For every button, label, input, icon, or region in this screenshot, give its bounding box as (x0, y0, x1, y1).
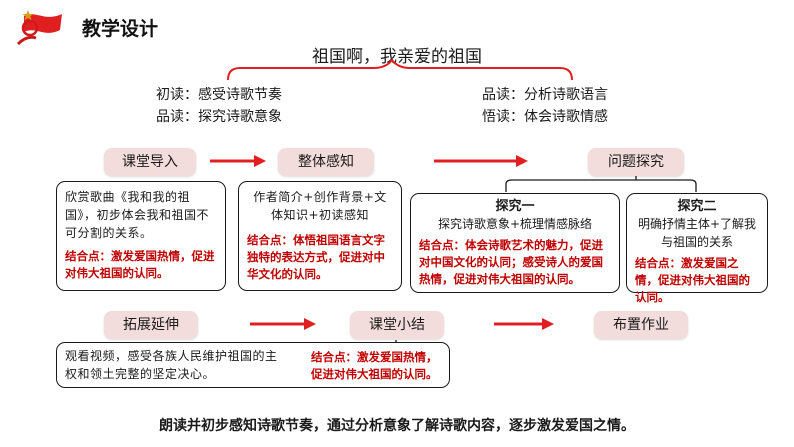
reading-left-1: 初读：感受诗歌节奏 (156, 87, 282, 103)
step-overall-perception: 整体感知 (278, 148, 374, 176)
box-exploration-two: 探究二 明确抒情主体+了解我与祖国的关系 结合点：激发爱国之情，促进对伟大祖国的… (626, 193, 768, 304)
theme-title: 祖国啊，我亲爱的祖国 (312, 47, 482, 67)
box-overall-perception: 作者简介+创作背景+文体知识+初读感知 结合点：体悟祖国语言文字独特的表达方式，… (238, 181, 402, 291)
box-desc: 探究诗歌意象+梳理情感脉络 (437, 217, 593, 231)
box-desc: 观看视频，感受各族人民维护祖国的主权和领土完整的坚定决心。 (65, 349, 278, 381)
box-desc: 明确抒情主体+了解我与祖国的关系 (637, 217, 757, 249)
box-subtitle: 探究一 (495, 199, 535, 214)
step-extension: 拓展延伸 (104, 311, 198, 339)
step-class-summary: 课堂小结 (350, 311, 444, 339)
box-desc: 作者简介+创作背景+文体知识+初读感知 (253, 190, 387, 222)
box-exploration-one: 探究一 探究诗歌意象+梳理情感脉络 结合点：体会诗歌艺术的魅力，促进对中国文化的… (410, 193, 620, 293)
step-class-intro: 课堂导入 (104, 148, 196, 176)
box-combo-point: 结合点：激发爱国之情，促进对伟大祖国的认同。 (635, 256, 750, 304)
box-combo-point: 结合点：激发爱国热情，促进对伟大祖国的认同。 (311, 350, 438, 381)
box-class-intro: 欣赏歌曲《我和我的祖国》，初步体会我和祖国不可分割的关系。 结合点：激发爱国热情… (56, 181, 226, 291)
summary-text: 朗读并初步感知诗歌节奏，通过分析意象了解诗歌内容，逐步激发爱国之情。 (159, 418, 635, 434)
arrow-right-icon (250, 318, 316, 330)
red-flag-emblem-icon (16, 10, 62, 46)
box-combo-point: 结合点：体悟祖国语言文字独特的表达方式，促进对中华文化的认同。 (247, 233, 385, 281)
box-combo-point: 结合点：激发爱国热情，促进对伟大祖国的认同。 (65, 249, 215, 280)
page-title: 教学设计 (82, 18, 159, 40)
reading-right-2: 悟读：体会诗歌情感 (482, 109, 608, 125)
arrow-right-icon (494, 318, 554, 330)
box-desc: 欣赏歌曲《我和我的祖国》，初步体会我和祖国不可分割的关系。 (65, 190, 210, 240)
arrow-right-icon (434, 155, 528, 167)
box-subtitle: 探究二 (677, 199, 717, 214)
arrow-right-icon (210, 155, 266, 167)
reading-left-2: 品读：探究诗歌意象 (156, 109, 282, 125)
step-homework: 布置作业 (594, 311, 688, 339)
reading-right-1: 品读：分析诗歌语言 (482, 87, 608, 103)
step-problem-exploration: 问题探究 (588, 148, 684, 176)
box-combo-point: 结合点：体会诗歌艺术的魅力，促进对中国文化的认同；感受诗人的爱国热情，促进对伟大… (419, 238, 603, 286)
box-extension: 观看视频，感受各族人民维护祖国的主权和领土完整的坚定决心。 结合点：激发爱国热情… (56, 342, 450, 388)
